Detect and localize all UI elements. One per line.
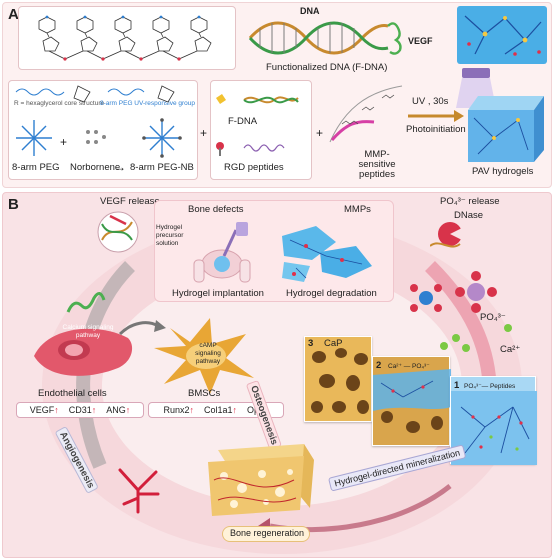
photoinitiation-arrow-icon (408, 110, 464, 122)
vegf-release-icon (97, 211, 139, 253)
implant-label: Hydrogel implantation (172, 288, 264, 299)
bone-defects-label: Bone defects (188, 204, 244, 215)
rgd-label: RGD peptides (224, 162, 284, 173)
panel-a-letter: A (8, 6, 19, 23)
phosphate-calcium-icon (440, 271, 512, 352)
mmp-label: MMP-sensitive peptides (358, 149, 396, 180)
dna-chemical-structure-icon (38, 15, 212, 61)
po4-label: PO₄³⁻ (480, 312, 506, 323)
stage1-number: 1 (454, 380, 460, 391)
dna-structure-box (18, 6, 236, 70)
pegnb-label: 8-arm PEG-NB (130, 162, 194, 173)
initial-hydrogel-icon (451, 391, 537, 465)
dna-helix-icon (248, 21, 402, 55)
dnase-icon (430, 222, 466, 248)
gene-ang: ANG↑ (106, 405, 131, 415)
stage2-text: Ca²⁺ — PO₄³⁻ (388, 363, 430, 370)
plus-2: + (200, 126, 208, 140)
stage1-text: PO₄³⁻— Peptides (464, 383, 516, 390)
mmps-label: MMPs (344, 204, 371, 215)
dnase-label: DNase (454, 210, 484, 221)
plus-1: + (60, 135, 68, 149)
peg-legend-2: 8-arm PEG UV-responsive group (100, 100, 196, 107)
gene-vegf: VEGF↑ (29, 405, 59, 415)
pav-label: PAV hydrogels (472, 166, 534, 177)
ca-label: Ca²⁺ (500, 344, 521, 355)
po4-release-label: PO₄³⁻ release (440, 196, 500, 207)
gene-col1a1: Col1a1↑ (203, 405, 238, 415)
precursor-label: Hydrogel precursor solution (156, 224, 184, 247)
phosphate-molecule-icon (410, 284, 442, 312)
arrow-1: → (114, 160, 126, 174)
cell-arrow-icon (118, 320, 166, 336)
plus-3: + (316, 126, 324, 140)
peg-box (8, 80, 198, 180)
photo-label: Photoinitiation (406, 124, 466, 135)
stage-2-card (372, 356, 451, 446)
fdna-short-label: F-DNA (228, 116, 258, 127)
norbornene-label: Norbornene (70, 162, 121, 173)
partially-mineralized-icon (373, 369, 451, 433)
peg-structures-icon (15, 85, 182, 158)
vegf-protein-icon (66, 292, 106, 313)
fdna-title: Functionalized DNA (F-DNA) (266, 62, 388, 73)
implant-degrade-icon (193, 222, 372, 283)
stage3-number: 3 (308, 338, 314, 349)
pav-hydrogel-cube-icon (468, 96, 544, 162)
bone-regen-badge (222, 526, 310, 542)
endo-genes-box: VEGF↑ CD31↑ ANG↑ (16, 402, 144, 418)
stage-1-card (450, 376, 537, 465)
peg-legend-1: R = hexaglycerol core structure (14, 100, 105, 107)
stage-3-card (304, 336, 372, 422)
fdna-rgd-icon (216, 94, 299, 156)
cap-label: CaP (324, 338, 343, 349)
vegf-label: VEGF (408, 36, 433, 46)
bone-regen-label: Bone regeneration (230, 528, 305, 538)
hydrogel-network-icon (457, 6, 547, 64)
calcium-label: Calcium signaling pathway (62, 324, 114, 339)
gene-runx2: Runx2↑ (163, 405, 194, 415)
panel-b-letter: B (8, 196, 19, 213)
blood-vessel-icon (118, 468, 160, 514)
peg8-label: 8-arm PEG (12, 162, 60, 173)
endothelial-cell-icon (34, 328, 133, 376)
degrade-label: Hydrogel degradation (286, 288, 377, 299)
uv-label: UV , 30s (412, 96, 449, 107)
mmp-peptide-icon (329, 85, 403, 143)
stage2-number: 2 (376, 360, 382, 371)
dna-label: DNA (300, 6, 320, 16)
fdna-rgd-box (210, 80, 312, 180)
gene-cd31: CD31↑ (68, 405, 97, 415)
endo-label: Endothelial cells (38, 388, 107, 399)
porous-bone-icon (311, 348, 369, 414)
camp-label: cAMP signaling pathway (195, 342, 221, 365)
bone-scaffold-icon (208, 444, 314, 516)
bmsc-cell-icon (154, 318, 254, 394)
vegf-release-label: VEGF release (100, 196, 160, 207)
bmsc-label: BMSCs (188, 388, 221, 399)
